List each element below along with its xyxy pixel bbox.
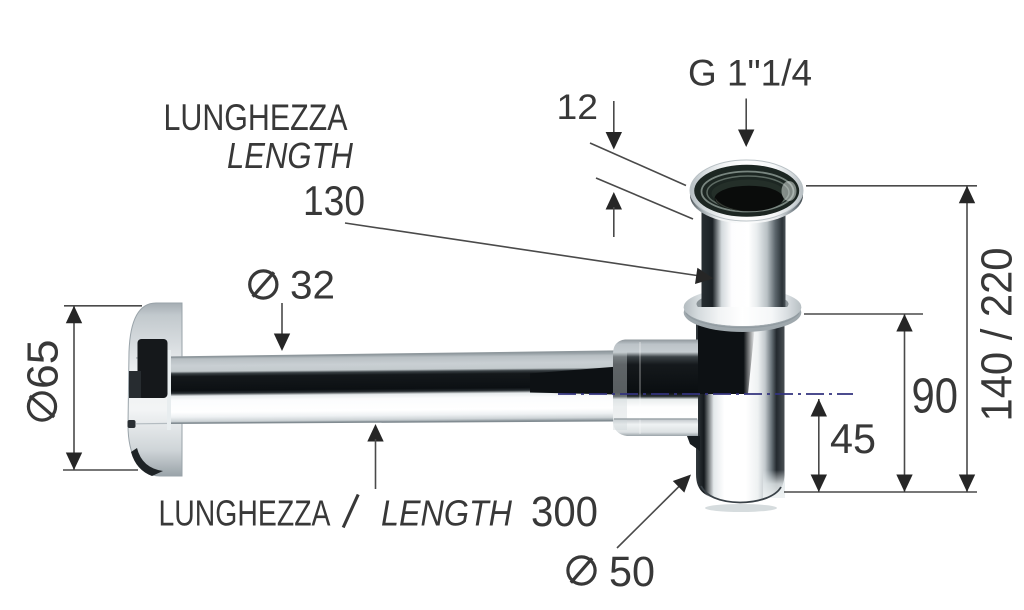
svg-text:LENGTH: LENGTH <box>381 493 513 534</box>
svg-text:LUNGHEZZA: LUNGHEZZA <box>164 97 348 138</box>
svg-text:32: 32 <box>290 264 335 308</box>
svg-text:50: 50 <box>609 548 655 596</box>
svg-text:65: 65 <box>19 340 68 390</box>
svg-text:300: 300 <box>531 488 598 536</box>
svg-text:G 1"1/4: G 1"1/4 <box>688 52 812 94</box>
svg-text:140 / 220: 140 / 220 <box>973 248 1022 422</box>
svg-text:LUNGHEZZA: LUNGHEZZA <box>159 493 331 534</box>
svg-text:LENGTH: LENGTH <box>227 135 354 176</box>
svg-text:12: 12 <box>557 88 599 127</box>
svg-text:45: 45 <box>830 415 876 462</box>
svg-text:130: 130 <box>303 177 365 224</box>
svg-text:90: 90 <box>912 370 959 424</box>
